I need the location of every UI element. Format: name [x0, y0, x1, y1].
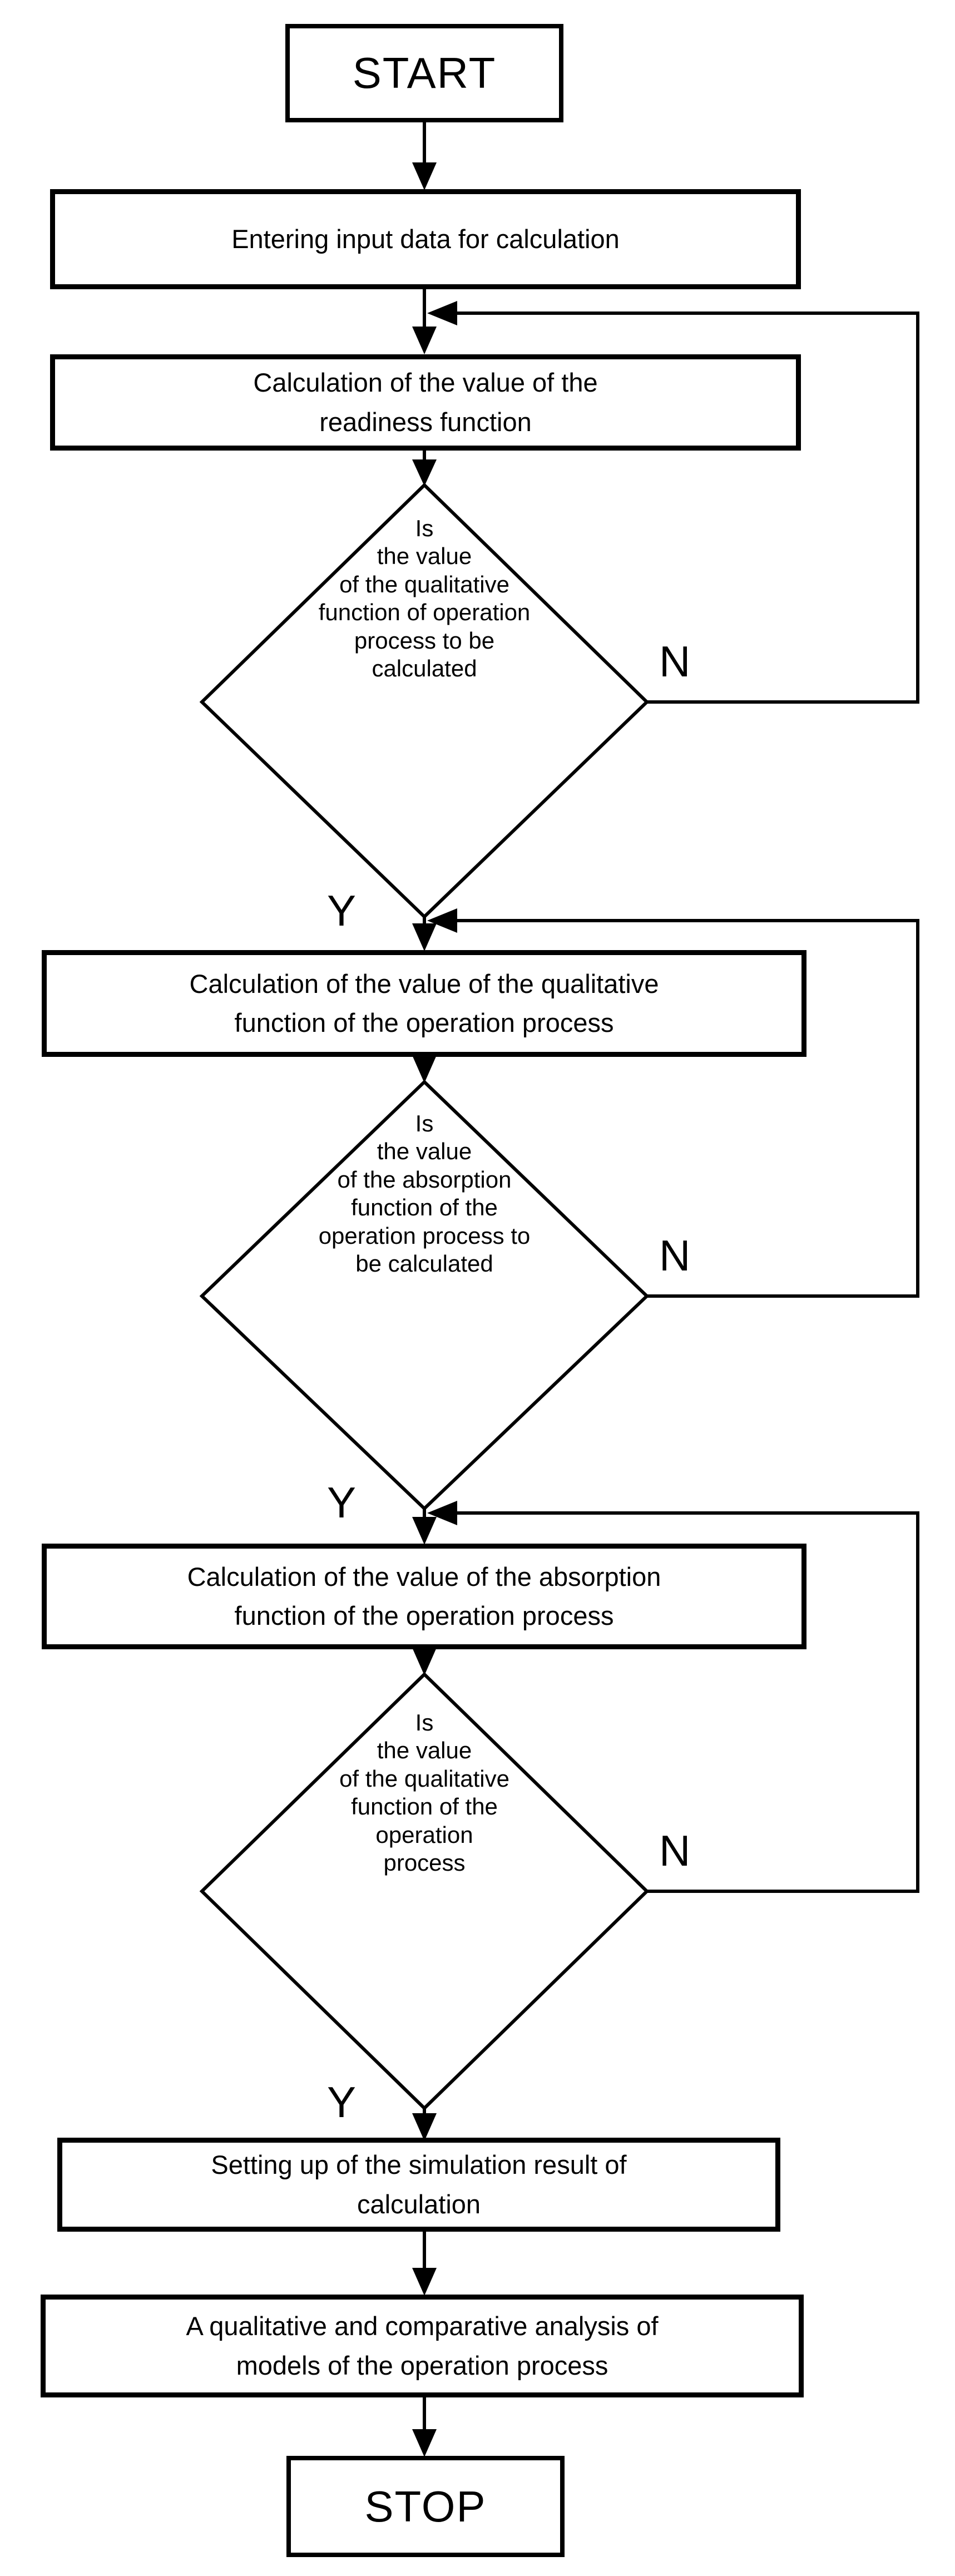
arrowhead-into-decision2	[412, 1055, 437, 1083]
arrowhead-into-absorption	[412, 1517, 437, 1545]
arrowhead-into-decision1	[412, 459, 437, 486]
no-label-3: N	[659, 1826, 691, 1875]
decision-3-label: Is the value of the qualitative function…	[339, 1709, 509, 1876]
arrowhead-into-qualitative	[412, 923, 437, 951]
yes-label-2: Y	[327, 1478, 357, 1527]
no-label-2: N	[659, 1231, 691, 1280]
arrowhead-feedback-1	[427, 301, 457, 325]
yes-label-3: Y	[327, 2078, 357, 2127]
node-start: START	[285, 24, 563, 122]
no-branch-3-wire	[456, 1511, 919, 1893]
node-simulation-result: Setting up of the simulation result of c…	[57, 2138, 780, 2232]
arrowhead-into-decision3	[412, 1648, 437, 1675]
arrowhead-feedback-2	[427, 908, 457, 933]
arrowhead-into-readiness	[412, 327, 437, 354]
decision-1-label: Is the value of the qualitative function…	[318, 515, 531, 681]
no-branch-2-wire	[456, 919, 919, 1298]
node-readiness-calculation: Calculation of the value of the readines…	[50, 354, 801, 451]
arrowhead-into-input	[412, 162, 437, 190]
no-branch-1-wire	[456, 312, 919, 704]
arrowhead-into-stop	[412, 2429, 437, 2457]
node-entering-input-data: Entering input data for calculation	[50, 189, 801, 289]
node-stop: STOP	[286, 2456, 565, 2557]
arrowhead-into-result	[412, 2113, 437, 2141]
decision-2-label: Is the value of the absorption function …	[318, 1110, 531, 1277]
no-label-1: N	[659, 637, 691, 686]
node-qualitative-calculation: Calculation of the value of the qualitat…	[42, 950, 806, 1057]
arrowhead-feedback-3	[427, 1501, 457, 1525]
yes-label-1: Y	[327, 886, 357, 935]
arrowhead-into-analysis	[412, 2268, 437, 2296]
node-absorption-calculation: Calculation of the value of the absorpti…	[42, 1544, 806, 1649]
node-comparative-analysis: A qualitative and comparative analysis o…	[41, 2295, 804, 2397]
